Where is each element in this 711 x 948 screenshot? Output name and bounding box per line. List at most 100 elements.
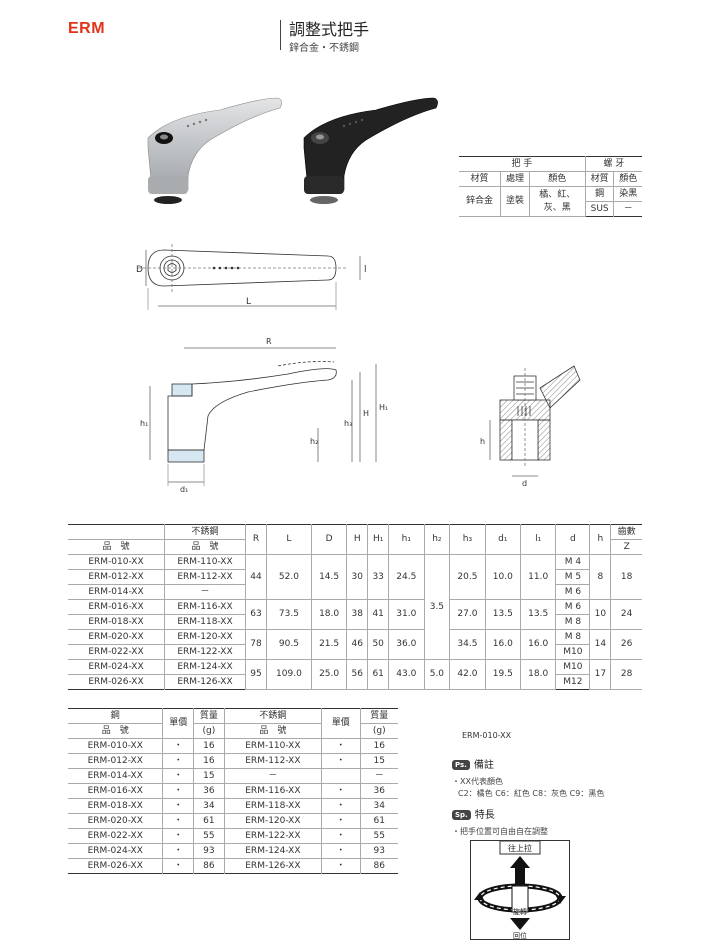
color-value: 橘、紅、灰、黑: [528, 186, 586, 217]
val-l1: 18.0: [520, 659, 557, 690]
sus-part-number: ERM-112-XX: [164, 569, 246, 585]
treatment-value: 塗裝: [500, 186, 530, 217]
dim-R-label: R: [266, 337, 272, 346]
steel-price: ・: [162, 813, 195, 829]
val-d: M12: [555, 674, 590, 690]
val-h: 14: [589, 629, 612, 660]
col-l1: l₁: [520, 524, 557, 555]
adjustment-diagram: 往上拉 旋轉 回位: [470, 840, 570, 940]
features-section: Sp.特長 ・把手位置可自由自在調整: [452, 806, 548, 838]
sus-price: ・: [321, 813, 361, 829]
screw-color-steel: 染黑: [613, 186, 642, 202]
steel-price: ・: [162, 828, 195, 844]
material-header: 材質: [459, 171, 502, 187]
part-number: ERM-014-XX: [68, 584, 165, 600]
sus-weight: 93: [359, 843, 398, 859]
ps-badge: Ps.: [452, 760, 470, 770]
steel-part-header: 品 號: [68, 723, 164, 739]
material-spec-table: 把 手 螺 牙 材質 處理 顏色 材質 顏色 鋅合金 塗裝 橘、紅、灰、黑 鋼 …: [459, 156, 642, 217]
features-title: 特長: [474, 810, 495, 821]
steel-weight: 55: [193, 828, 225, 844]
val-z: 26: [610, 629, 642, 660]
page-subtitle: 鋅合金・不銹鋼: [289, 43, 359, 54]
val-d: M 8: [555, 614, 590, 630]
col-R: R: [245, 524, 267, 555]
sus-part: ERM-110-XX: [223, 738, 323, 754]
sus-header: 不銹鋼: [223, 708, 323, 724]
steel-weight: 86: [193, 858, 225, 874]
sus-price: ・: [321, 828, 361, 844]
remarks-line1: ・XX代表顏色: [452, 777, 503, 786]
sus-price: ・: [321, 843, 361, 859]
weight-header: 質量: [193, 708, 225, 724]
steel-price: ・: [162, 768, 195, 784]
sus-weight-header: 質量: [359, 708, 398, 724]
dim-D-label: D: [136, 265, 143, 275]
screw-material-steel: 鋼: [584, 186, 615, 202]
val-d: M 5: [555, 569, 590, 585]
remarks-line2: C2：橘色 C6：紅色 C8：灰色 C9：黑色: [458, 789, 605, 798]
steel-part: ERM-012-XX: [68, 753, 164, 769]
val-h2-shared: 3.5: [423, 554, 451, 660]
steel-weight: 16: [193, 738, 225, 754]
top-view-drawing: D L l: [136, 244, 367, 310]
dim-l-label: l: [364, 265, 367, 275]
col-H: H: [346, 524, 369, 555]
val-L: 90.5: [265, 629, 312, 660]
val-z: 24: [610, 599, 642, 630]
val-R: 95: [245, 659, 267, 690]
val-L: 73.5: [265, 599, 312, 630]
sus-weight: －: [359, 768, 398, 784]
color-line2: 灰、黑: [543, 202, 571, 213]
val-R: 44: [245, 554, 267, 600]
val-L: 52.0: [265, 554, 312, 600]
cross-section-drawing: h d: [480, 365, 581, 488]
part-number: ERM-024-XX: [68, 659, 165, 675]
val-H1: 50: [367, 629, 390, 660]
val-H1: 61: [367, 659, 390, 690]
sus-part-number: ERM-110-XX: [164, 554, 246, 570]
return-label: 回位: [513, 931, 527, 940]
steel-part: ERM-022-XX: [68, 828, 164, 844]
color-line1: 橘、紅、: [539, 189, 576, 200]
black-handle-photo: [303, 97, 438, 204]
val-h3: 34.5: [449, 629, 486, 660]
steel-part: ERM-014-XX: [68, 768, 164, 784]
val-d: M 6: [555, 599, 591, 615]
steel-part: ERM-026-XX: [68, 858, 164, 874]
sus-part-number: －: [164, 584, 246, 600]
val-H: 38: [346, 599, 369, 630]
steel-price: ・: [162, 858, 195, 874]
sus-price: ・: [321, 798, 361, 814]
steel-weight: 15: [193, 768, 225, 784]
val-D: 21.5: [310, 629, 348, 660]
val-D: 14.5: [310, 554, 348, 600]
val-d1: 16.0: [484, 629, 522, 660]
val-H: 30: [346, 554, 369, 600]
features-line1: ・把手位置可自由自在調整: [452, 827, 548, 836]
sus-part-header: 品 號: [223, 723, 323, 739]
col-h2: h₂: [423, 524, 451, 555]
sus-weight: 36: [359, 783, 398, 799]
val-d: M10: [555, 659, 591, 675]
part-number: ERM-026-XX: [68, 674, 165, 690]
sus-part-header: 品 號: [164, 539, 246, 555]
col-L: L: [265, 524, 312, 555]
part-number: ERM-010-XX: [68, 554, 165, 570]
dim-h-label: h: [480, 437, 485, 446]
steel-part: ERM-018-XX: [68, 798, 164, 814]
ordering-example: ERM-010-XX: [462, 731, 512, 740]
val-h3: 42.0: [449, 659, 486, 690]
title-divider: [280, 20, 281, 50]
val-l1: 13.5: [520, 599, 557, 630]
screw-material-header: 材質: [584, 171, 615, 187]
sus-part-number: ERM-122-XX: [164, 644, 246, 660]
sus-price: ・: [321, 738, 361, 754]
sus-part: ERM-124-XX: [223, 843, 323, 859]
val-d: M 8: [555, 629, 591, 645]
sus-weight: 15: [359, 753, 398, 769]
steel-weight: 93: [193, 843, 225, 859]
screw-group-header: 螺 牙: [584, 156, 642, 172]
val-H1: 33: [367, 554, 390, 600]
dimension-table: 不銹鋼 R L D H H₁ h₁ h₂ h₃ d₁ l₁ d h 齒數 品 號…: [68, 524, 642, 690]
